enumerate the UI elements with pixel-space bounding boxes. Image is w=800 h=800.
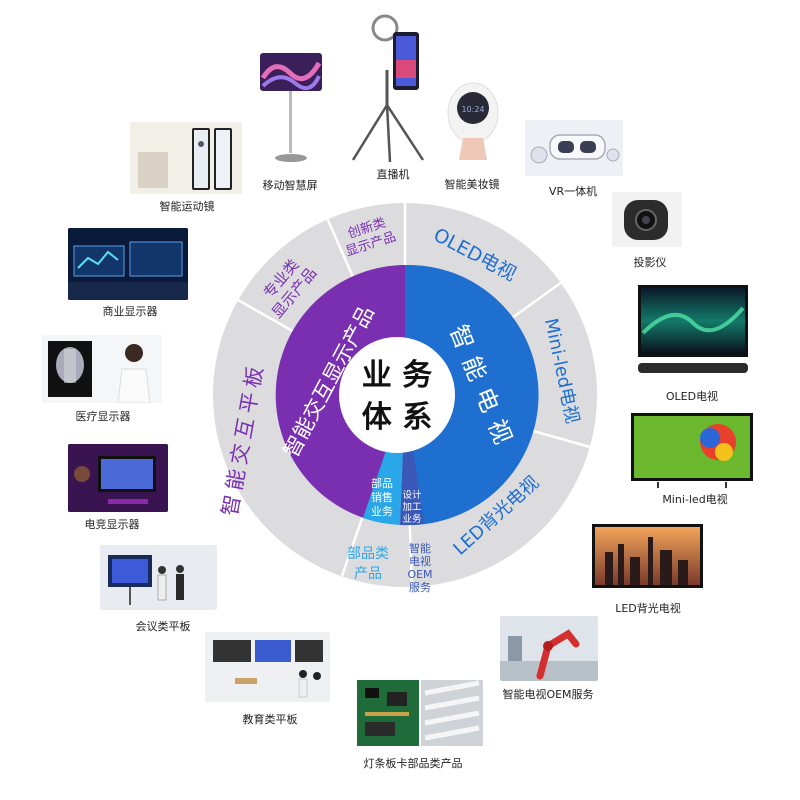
tv-oem-line: OEM — [407, 568, 432, 581]
center-title-line2: 体 系 — [362, 400, 432, 435]
mobile-smart-screen-icon — [255, 48, 330, 168]
parts-sales-line: 业务 — [371, 505, 393, 518]
caption-beauty-mirror: 智能美妆镜 — [444, 178, 500, 191]
caption-medical: 医疗显示器 — [75, 410, 131, 423]
caption-vr: VR一体机 — [548, 185, 598, 198]
parts-sales-line: 部品 — [371, 476, 393, 490]
parts-sales-line: 销售 — [371, 490, 393, 504]
center-hub — [339, 337, 455, 453]
conference-panel-icon — [100, 545, 217, 610]
caption-led: LED背光电视 — [615, 602, 681, 615]
caption-gaming: 电竞显示器 — [84, 518, 140, 531]
caption-parts: 灯条板卡部品类产品 — [363, 757, 463, 770]
design-oem-line: 业务 — [402, 513, 422, 525]
tv-oem-line: 智能 — [409, 541, 431, 555]
tv-oem-line: 电视 — [409, 554, 431, 568]
design-oem-line: 设计 — [402, 489, 422, 501]
center-title-line1: 业 务 — [362, 358, 432, 393]
parts-line: 部品类 — [347, 546, 389, 562]
vr-headset-icon — [525, 120, 623, 176]
design-oem-line: 加工 — [402, 502, 422, 513]
beauty-mirror-icon: 10:24 — [445, 78, 500, 168]
caption-projector: 投影仪 — [633, 256, 667, 269]
miniled-tv-icon — [628, 410, 756, 490]
caption-oled: OLED电视 — [665, 390, 719, 403]
inner-label-parts-sales: 部品 销售 业务 — [371, 476, 393, 518]
caption-fitness: 智能运动镜 — [159, 200, 215, 213]
education-panel-icon — [205, 632, 330, 702]
caption-oem: 智能电视OEM服务 — [502, 688, 594, 701]
inner-label-design-oem: 设计 加工 业务 — [402, 489, 422, 525]
inner-sector-tv — [405, 264, 539, 525]
caption-conference: 会议类平板 — [135, 620, 191, 633]
caption-commercial: 商业显示器 — [102, 305, 158, 318]
outer-label-tv-oem: 智能 电视 OEM 服务 — [407, 541, 432, 594]
parts-line: 产品 — [354, 566, 382, 582]
oled-tv-icon — [633, 283, 750, 378]
tv-oem-line: 服务 — [409, 581, 431, 594]
commercial-display-icon — [68, 228, 188, 300]
factory-robot-icon — [500, 616, 598, 681]
medical-monitor-icon — [42, 335, 162, 403]
projector-icon — [612, 192, 682, 247]
circuit-board-icon — [355, 678, 485, 748]
led-tv-icon — [590, 522, 705, 594]
caption-miniled: Mini-led电视 — [662, 493, 728, 506]
caption-mobile-screen: 移动智慧屏 — [262, 179, 318, 192]
fitness-mirror-icon — [130, 122, 242, 194]
caption-livestream: 直播机 — [376, 168, 410, 181]
svg-text:10:24: 10:24 — [461, 105, 484, 114]
caption-education: 教育类平板 — [242, 713, 298, 726]
outer-label-parts: 部品类 产品 — [347, 546, 389, 582]
livestream-tripod-icon — [345, 10, 430, 165]
gaming-monitor-icon — [68, 444, 168, 512]
